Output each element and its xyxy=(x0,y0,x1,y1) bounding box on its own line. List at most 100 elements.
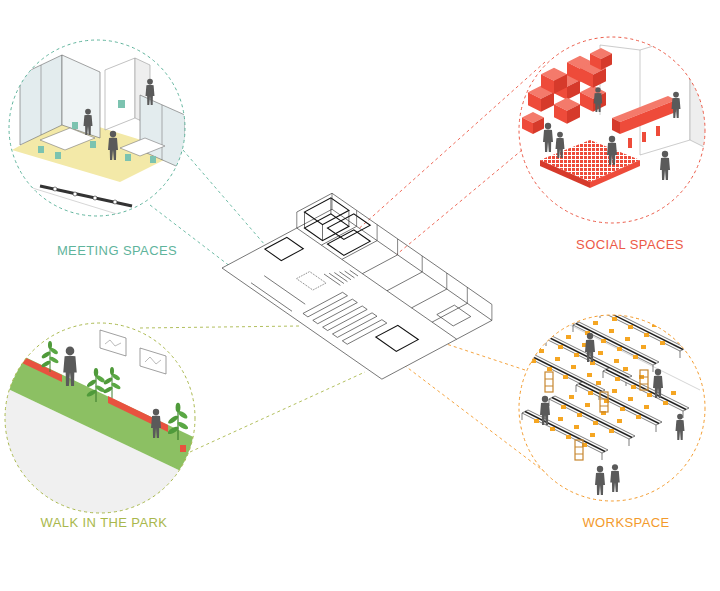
drawn-line xyxy=(332,193,492,304)
dashed-circle xyxy=(519,315,705,501)
drawn-use xyxy=(660,151,670,180)
callout-outline xyxy=(3,320,199,535)
drawn-use xyxy=(146,79,155,105)
leader-line xyxy=(335,62,545,250)
callout-outline xyxy=(5,36,195,268)
drawn-line xyxy=(356,210,357,226)
drawn-line xyxy=(397,239,398,255)
drawn-polygon xyxy=(105,58,135,130)
drawn-rect xyxy=(628,138,632,148)
drawn-use xyxy=(676,414,685,440)
callout-outline xyxy=(515,33,715,258)
drawn-polygon xyxy=(540,160,590,188)
drawn-polygon xyxy=(690,35,710,150)
drawn-use xyxy=(600,392,608,412)
drawn-use xyxy=(580,86,606,112)
workspace-callout: WORKSPACE xyxy=(515,312,715,535)
drawn-line xyxy=(412,289,447,308)
drawn-use xyxy=(672,92,681,118)
drawn-polygon xyxy=(62,55,100,138)
leader-lines xyxy=(140,62,545,472)
drawn-rect xyxy=(437,305,471,326)
drawn-rect xyxy=(296,272,326,290)
social-callout: SOCIAL SPACES xyxy=(515,33,715,258)
drawn-rect xyxy=(327,230,370,256)
drawn-line xyxy=(600,45,640,50)
drawn-line xyxy=(41,65,42,135)
drawn-polygon xyxy=(0,345,210,485)
drawn-rect xyxy=(303,292,348,317)
drawn-rect xyxy=(118,100,125,108)
drawn-use xyxy=(594,87,603,112)
drawn-polygon xyxy=(20,55,62,145)
callout-label: MEETING SPACES xyxy=(57,243,177,259)
drawn-line xyxy=(332,193,333,209)
callout-label: WORKSPACE xyxy=(582,515,669,531)
drawn-use xyxy=(63,347,77,386)
drawn-line xyxy=(339,272,350,280)
callout-label: WALK IN THE PARK xyxy=(41,515,168,531)
drawn-line xyxy=(491,304,492,320)
dashed-circle xyxy=(9,40,185,216)
drawn-use xyxy=(541,68,567,94)
park-illustration xyxy=(0,323,210,520)
drawn-rect xyxy=(180,445,186,452)
leader-line xyxy=(183,150,265,245)
drawn-polygon xyxy=(140,95,185,170)
drawn-rect xyxy=(55,152,61,159)
drawn-line xyxy=(162,105,163,160)
drawn-circle xyxy=(73,192,77,196)
drawn-rect xyxy=(376,325,419,351)
drawn-use xyxy=(575,440,583,460)
drawn-circle xyxy=(9,40,185,216)
social-illustration xyxy=(519,35,710,223)
leader-line xyxy=(140,326,300,328)
drawn-rect xyxy=(90,141,96,148)
drawn-line xyxy=(304,212,305,228)
drawn-rect xyxy=(72,122,78,129)
drawn-use xyxy=(522,112,544,134)
drawn-use xyxy=(607,136,617,165)
drawn-line xyxy=(330,198,331,214)
drawn-g xyxy=(297,193,492,323)
park-callout: WALK IN THE PARK xyxy=(3,320,199,535)
drawn-rect xyxy=(313,299,358,324)
drawn-use xyxy=(590,48,612,70)
drawn-line xyxy=(297,193,332,212)
meeting-illustration xyxy=(0,40,185,216)
drawn-use xyxy=(86,368,107,402)
drawn-line xyxy=(40,186,132,206)
drawn-line xyxy=(345,271,355,278)
drawn-use xyxy=(151,409,161,438)
drawn-rect xyxy=(656,126,660,136)
drawn-line xyxy=(362,255,397,274)
drawn-line xyxy=(264,276,305,305)
drawn-circle xyxy=(113,200,117,204)
drawn-use xyxy=(543,123,553,152)
drawn-rect xyxy=(642,132,646,142)
drawn-g xyxy=(222,209,492,379)
dashed-circle xyxy=(5,323,195,513)
drawn-line xyxy=(467,287,468,303)
drawn-rect xyxy=(125,154,131,161)
drawn-polygon xyxy=(620,100,676,134)
drawn-use xyxy=(640,370,648,390)
drawn-line xyxy=(387,272,422,291)
drawn-line xyxy=(422,256,423,272)
drawn-line xyxy=(334,273,347,282)
drawn-use xyxy=(41,341,60,372)
drawn-line xyxy=(251,283,292,312)
drawn-use xyxy=(540,396,550,425)
drawn-circle xyxy=(519,315,705,501)
drawn-line xyxy=(348,210,349,226)
leader-line xyxy=(150,205,235,270)
drawn-line xyxy=(377,225,378,241)
drawn-use xyxy=(554,98,580,124)
floor-plan xyxy=(222,193,492,379)
drawn-use xyxy=(603,367,689,418)
drawn-line xyxy=(322,225,323,241)
drawn-use xyxy=(595,466,605,495)
drawn-polyline xyxy=(105,340,121,346)
